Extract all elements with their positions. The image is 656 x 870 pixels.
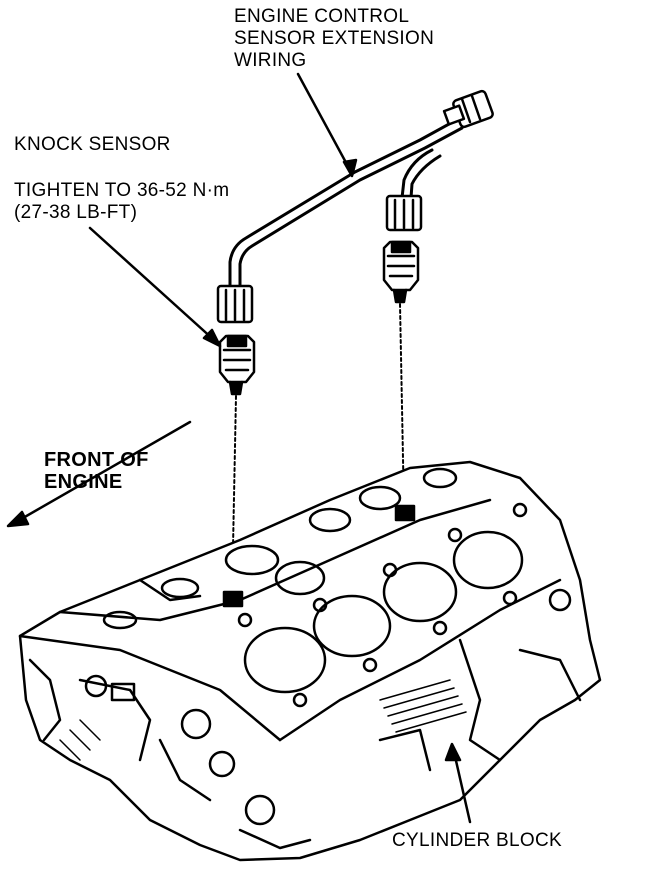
front-of-engine-line1: FRONT OF [44,449,149,471]
right-connector [385,194,423,232]
right-knock-sensor [382,240,420,304]
torque-spec-line1: TIGHTEN TO 36-52 N·m [14,180,230,201]
knock-sensor-label: KNOCK SENSOR [14,134,171,155]
left-connector [216,284,254,324]
torque-spec-line2: (27-38 LB-FT) [14,202,138,223]
cylinder-block [18,460,602,862]
extension-wiring [228,116,464,290]
front-of-engine-line2: ENGINE [44,471,123,493]
front-of-engine-arrow [6,420,192,528]
wiring-label-line3: WIRING [234,50,307,71]
wiring-label-line2: SENSOR EXTENSION [234,28,435,49]
cylinder-block-label: CYLINDER BLOCK [392,830,562,851]
leader-lines [88,72,472,824]
wiring-plug [442,89,494,129]
wiring-label-line1: ENGINE CONTROL [234,6,410,27]
left-knock-sensor [218,334,256,396]
